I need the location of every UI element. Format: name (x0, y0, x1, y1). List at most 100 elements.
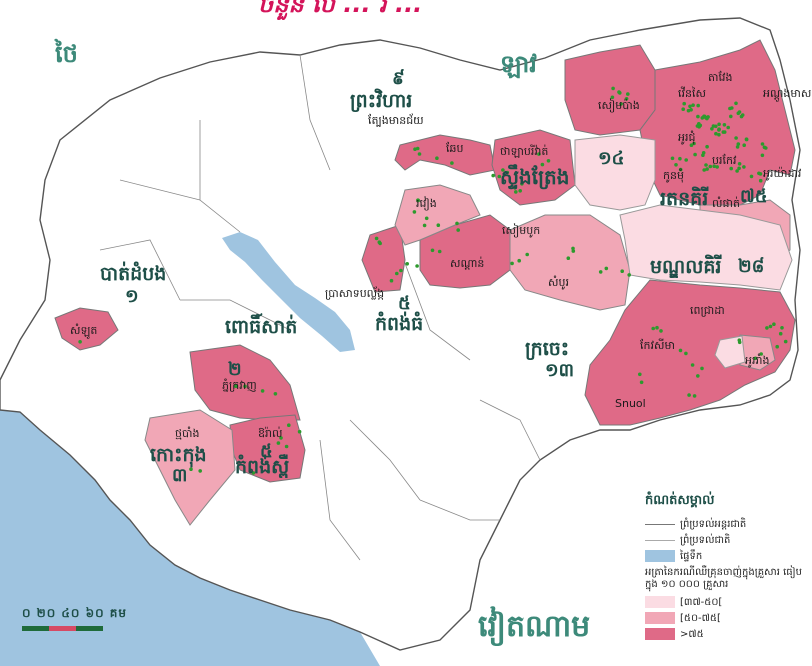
case-dot (417, 152, 422, 156)
case-dot (266, 469, 271, 474)
case-dot (389, 278, 394, 283)
case-dot (705, 167, 709, 171)
province-value-pursat-district: ២ (228, 359, 242, 380)
district-label-thma-bang: ថ្មបាំង (175, 427, 200, 440)
province-name-ratanakiri: រតនគិរី (660, 188, 709, 210)
case-dot (678, 348, 683, 353)
case-dot (279, 436, 283, 440)
case-dot (688, 104, 692, 109)
case-dot (737, 340, 742, 345)
case-dot (692, 141, 696, 146)
ratanakiri-north (564, 44, 656, 136)
case-dot (735, 169, 739, 173)
case-dot (198, 469, 202, 473)
district-label-thala-barivat: ថាឡាបរិវ៉ាត់ (500, 145, 549, 158)
o-reang-area (714, 335, 746, 369)
case-dot (759, 352, 763, 356)
case-dot (415, 264, 419, 268)
country-label-thailand: ថៃ (55, 40, 78, 68)
district-label-chheb: ឆែប (446, 142, 464, 155)
case-dot (491, 173, 496, 178)
case-dot (505, 170, 510, 175)
scale-bar: ០ ២០ ៤០ ៦០ គម (22, 605, 127, 631)
case-dot (518, 189, 522, 193)
district-label-samlout: សំឡូត (70, 324, 98, 337)
district-label-o-reang: អូររាំង (745, 354, 770, 367)
district-label-rovieng: រវៀង (416, 197, 437, 210)
district-label-ou-chum: អូរជុំ (678, 131, 696, 144)
province-name-kampong-speu: កំពង់ស្ពឺ (235, 456, 290, 478)
case-dot (416, 198, 421, 203)
case-dot (276, 441, 281, 445)
stung-treng-east (574, 134, 656, 211)
legend-nat-border: ព្រំប្រទល់ជាតិ (645, 532, 803, 548)
case-dot (287, 423, 291, 428)
case-dot (702, 168, 706, 172)
case-dot (571, 246, 575, 251)
legend-class-label: [៣៧-៥០[ (680, 596, 723, 608)
case-dot (620, 269, 624, 274)
case-dot (501, 168, 505, 172)
case-dot (765, 326, 769, 330)
district-label-ou-ya-dav: អូរយ៉ាដាវ (763, 167, 802, 180)
case-dot (749, 174, 754, 179)
intl-border-swatch (645, 523, 675, 525)
district-label-sandan: សណ្ដាន់ (450, 257, 485, 270)
case-dot (626, 92, 630, 96)
case-dot (742, 143, 746, 147)
case-dot (735, 145, 740, 149)
province-name-stung-treng: ស្ទឹងត្រែង (500, 165, 570, 189)
case-dot (701, 153, 705, 157)
country-label-vietnam: វៀតណាម (478, 609, 591, 644)
low-risk-areas (574, 134, 793, 369)
province-name-koh-kong: កោះកុង (150, 444, 207, 466)
case-dot (687, 393, 691, 397)
case-dot (717, 127, 721, 131)
district-label-pech-chreada: ពេជ្រាដា (690, 304, 725, 317)
case-dot (702, 114, 707, 119)
samlout-area (54, 307, 119, 351)
case-dot (742, 165, 746, 169)
province-name-kampong-thom: កំពង់ធំ (375, 313, 424, 335)
case-dot (450, 161, 454, 165)
case-dot (619, 102, 623, 106)
province-value-kampong-speu: ៥ (260, 441, 273, 462)
district-label-bokeo: បរកែវ (712, 154, 737, 167)
case-dot (243, 384, 247, 389)
case-dot (678, 167, 683, 172)
country-label-laos: ឡាវ (500, 50, 537, 78)
case-dot (624, 97, 629, 101)
case-dot (693, 152, 697, 157)
case-dot (399, 268, 403, 273)
legend-class-0: [៣៧-៥០[ (645, 594, 803, 610)
legend-class-1: [៥០-៧៥[ (645, 610, 803, 626)
case-dot (690, 363, 695, 367)
scale-bar-graphic (22, 626, 127, 631)
district-label-choam-ksant: ត្បែងមានជ័យ (368, 114, 424, 127)
district-label-kon-mom: កូនមុំ (663, 169, 684, 182)
stung-treng-area (491, 129, 576, 206)
province-borders (99, 54, 541, 561)
case-dot (405, 262, 410, 266)
case-dot (762, 145, 767, 150)
case-dot (611, 86, 615, 91)
case-dot (715, 165, 719, 169)
case-dot (729, 166, 733, 171)
case-dot (514, 190, 518, 194)
case-dot (374, 236, 379, 241)
case-dot (638, 372, 642, 377)
case-dot (783, 339, 788, 344)
case-dot (670, 156, 675, 161)
case-dot (610, 95, 615, 100)
legend-class-swatch (645, 628, 675, 640)
province-name-pursat: ពោធិ៍សាត់ (225, 316, 298, 338)
province-name-mondulkiri: មណ្ឌលគិរី (650, 256, 722, 278)
case-dot (712, 164, 716, 168)
case-dot (698, 123, 703, 128)
case-dot (234, 384, 238, 389)
case-dot (682, 101, 686, 106)
case-dot (736, 142, 741, 146)
case-dot (780, 326, 784, 330)
legend-class-label: [៥០-៧៥[ (680, 612, 721, 624)
